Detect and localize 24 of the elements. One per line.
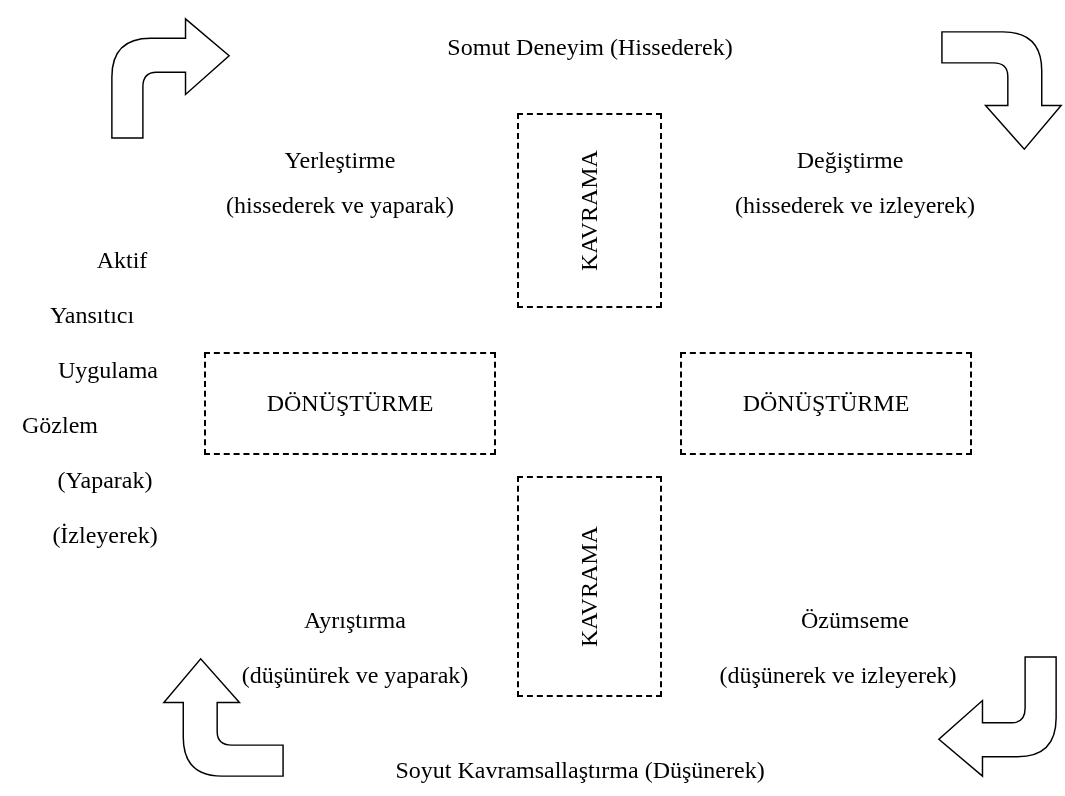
dashed-box bbox=[204, 352, 496, 455]
text-label: Gözlem bbox=[22, 411, 98, 439]
text-label: Soyut Kavramsallaştırma (Düşünerek) bbox=[395, 756, 765, 784]
text-label: Ayrıştırma bbox=[304, 606, 406, 634]
text-label: Yansıtıcı bbox=[49, 301, 135, 329]
dashed-box bbox=[517, 113, 662, 308]
box-label: KAVRAMA bbox=[576, 150, 603, 271]
text-label: Aktif bbox=[96, 246, 148, 274]
text-label: (hissederek ve yaparak) bbox=[226, 191, 454, 219]
text-label: Özümseme bbox=[801, 606, 909, 634]
text-label: (düşünerek ve izleyerek) bbox=[719, 661, 957, 689]
text-label: (hissederek ve izleyerek) bbox=[735, 191, 975, 219]
text-label: Yerleştirme bbox=[284, 146, 396, 174]
box-label: DÖNÜŞTÜRME bbox=[266, 390, 434, 417]
text-label: (İzleyerek) bbox=[52, 521, 158, 549]
text-label: (düşünürek ve yaparak) bbox=[241, 661, 469, 689]
box-label: KAVRAMA bbox=[576, 526, 603, 647]
text-label: Değiştirme bbox=[796, 146, 904, 174]
text-label: (Yaparak) bbox=[57, 466, 153, 494]
box-label: DÖNÜŞTÜRME bbox=[742, 390, 910, 417]
text-label: Somut Deneyim (Hissederek) bbox=[447, 33, 733, 61]
dashed-box bbox=[517, 476, 662, 697]
text-label: Uygulama bbox=[58, 356, 158, 384]
dashed-box bbox=[680, 352, 972, 455]
